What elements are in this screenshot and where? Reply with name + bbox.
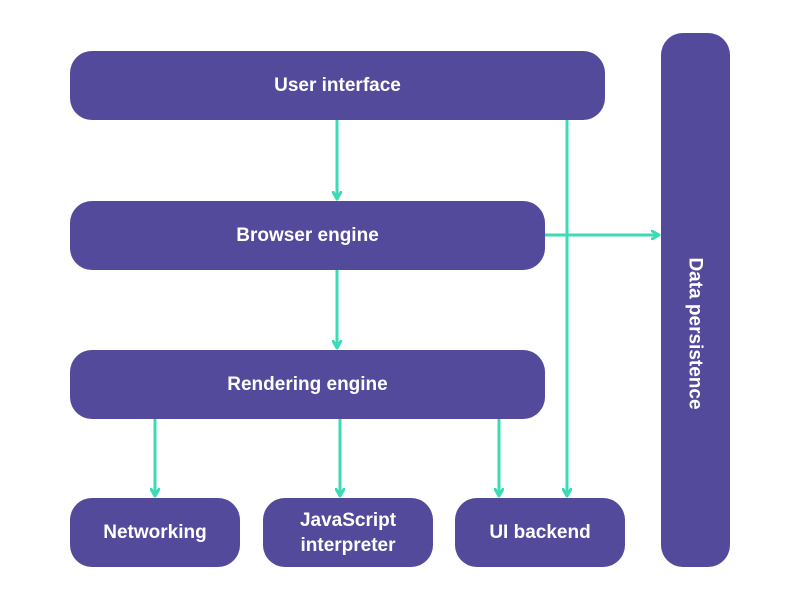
user-interface-node: User interface xyxy=(70,51,605,120)
rendering-engine-label: Rendering engine xyxy=(227,374,388,395)
javascript-interpreter-label-line2: interpreter xyxy=(300,534,396,556)
javascript-interpreter-label-line1: JavaScript xyxy=(299,509,397,531)
browser-engine-label: Browser engine xyxy=(236,225,379,246)
javascript-interpreter-node: JavaScript interpreter xyxy=(263,498,433,567)
data-persistence-label: Data persistence xyxy=(684,257,706,410)
user-interface-label: User interface xyxy=(274,75,401,96)
data-persistence-node: Data persistence xyxy=(661,33,730,567)
browser-engine-node: Browser engine xyxy=(70,201,545,270)
networking-node: Networking xyxy=(70,498,240,567)
networking-label: Networking xyxy=(103,522,207,543)
ui-backend-label: UI backend xyxy=(489,522,591,543)
rendering-engine-node: Rendering engine xyxy=(70,350,545,419)
ui-backend-node: UI backend xyxy=(455,498,625,567)
